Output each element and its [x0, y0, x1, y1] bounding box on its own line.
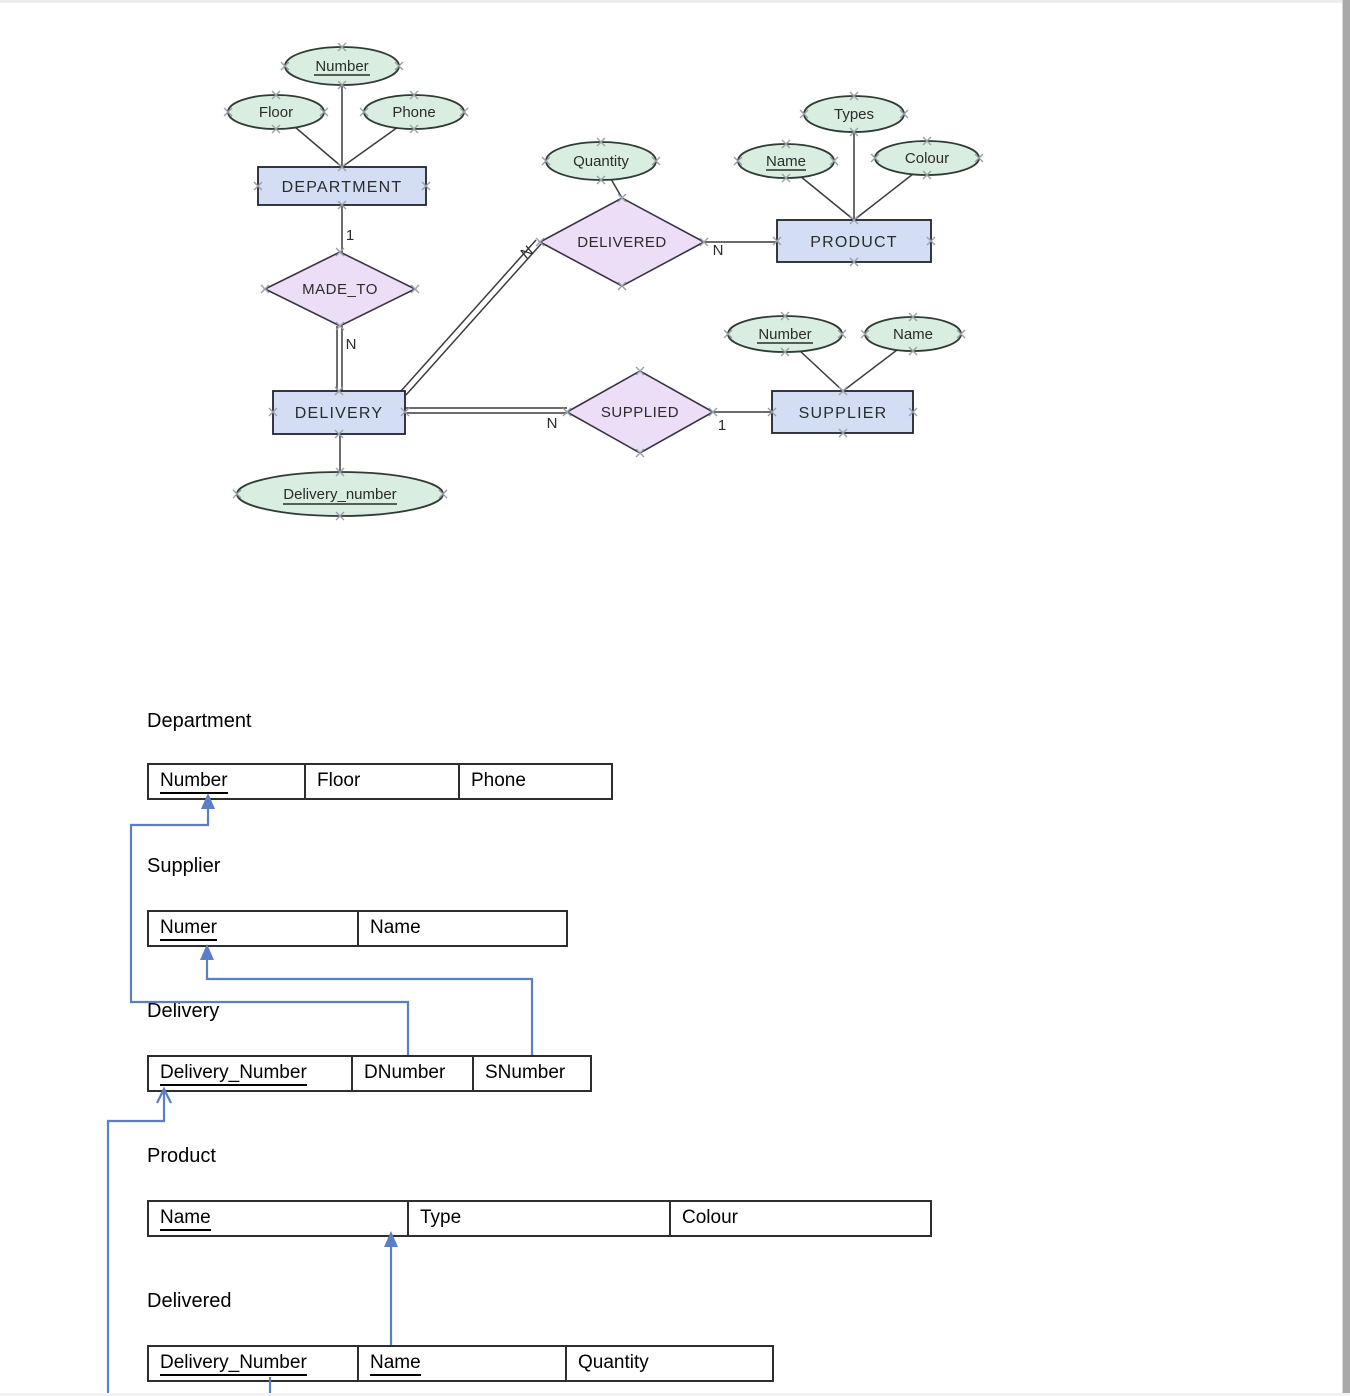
column-label: Type — [420, 1206, 462, 1228]
column-label: Phone — [471, 769, 526, 791]
attribute-delivered-quantity-label: Quantity — [573, 153, 629, 170]
table-title-product: Product — [147, 1145, 216, 1167]
window-right-edge — [1342, 0, 1350, 1396]
column-label: Quantity — [578, 1351, 649, 1373]
pk-underlines — [283, 74, 813, 505]
cardinality-supplied-n: N — [547, 415, 558, 432]
entity-delivery-label: DELIVERY — [295, 405, 383, 422]
er-entities — [257, 166, 932, 435]
relationship-made-to-label: MADE_TO — [302, 281, 378, 298]
column-header: Quantity — [565, 1345, 774, 1382]
table-title-delivered: Delivered — [147, 1290, 232, 1312]
table-product: Name Type Colour — [147, 1200, 932, 1237]
column-header: Number — [147, 763, 306, 800]
table-supplier: Numer Name — [147, 910, 568, 947]
column-header: Name — [357, 910, 568, 947]
er-connection-lines — [294, 85, 914, 472]
column-label: Delivery_Number — [160, 1061, 307, 1086]
column-label: Numer — [160, 916, 218, 941]
table-row: Delivery_Number Name Quantity — [147, 1345, 774, 1382]
attribute-department-floor-label: Floor — [259, 104, 293, 121]
table-title-delivery: Delivery — [147, 1000, 220, 1022]
column-header: Name — [147, 1200, 409, 1237]
table-row: Delivery_Number DNumber SNumber — [147, 1055, 592, 1092]
column-header: Delivery_Number — [147, 1345, 359, 1382]
column-header: Colour — [669, 1200, 932, 1237]
cardinality-made-to-1: 1 — [346, 227, 354, 244]
table-row: Number Floor Phone — [147, 763, 613, 800]
column-header: SNumber — [472, 1055, 592, 1092]
relationship-delivered-label: DELIVERED — [577, 234, 667, 251]
attribute-supplier-number-label: Number — [758, 326, 811, 343]
column-label: Name — [370, 1351, 421, 1376]
column-header: Name — [357, 1345, 567, 1382]
cardinality-delivered-n-right: N — [713, 242, 724, 259]
attribute-product-colour-label: Colour — [905, 150, 949, 167]
er-labels: DEPARTMENT DELIVERY PRODUCT SUPPLIER MAD… — [259, 58, 949, 503]
page-bottom-edge — [0, 1393, 1350, 1396]
entity-product-label: PRODUCT — [810, 234, 898, 251]
attribute-department-phone-label: Phone — [392, 104, 435, 121]
column-label: Number — [160, 769, 228, 794]
column-header: Numer — [147, 910, 359, 947]
column-header: Type — [407, 1200, 671, 1237]
er-diagram: DEPARTMENT DELIVERY PRODUCT SUPPLIER MAD… — [223, 42, 984, 521]
column-label: Colour — [682, 1206, 738, 1228]
attribute-delivery-number-label: Delivery_number — [283, 486, 396, 503]
table-delivery: Delivery_Number DNumber SNumber — [147, 1055, 592, 1092]
column-label: Delivery_Number — [160, 1351, 307, 1376]
attribute-department-number-label: Number — [315, 58, 368, 75]
connection-handle-marks — [223, 42, 984, 521]
cardinality-made-to-n: N — [346, 336, 357, 353]
cardinality-delivered-n-left: N — [517, 243, 536, 263]
table-row: Numer Name — [147, 910, 568, 947]
column-header: Floor — [304, 763, 460, 800]
entity-supplier-label: SUPPLIER — [799, 405, 888, 422]
attribute-product-types-label: Types — [834, 106, 874, 123]
column-label: Name — [370, 916, 421, 938]
table-delivered: Delivery_Number Name Quantity — [147, 1345, 774, 1382]
column-label: DNumber — [364, 1061, 446, 1083]
fk-snumber-to-supplier-line — [205, 960, 534, 1055]
relationship-supplied-label: SUPPLIED — [601, 404, 679, 421]
column-label: Floor — [317, 769, 361, 791]
column-header: Delivery_Number — [147, 1055, 353, 1092]
table-row: Name Type Colour — [147, 1200, 932, 1237]
column-header: Phone — [458, 763, 613, 800]
table-title-supplier: Supplier — [147, 855, 221, 877]
entity-department-label: DEPARTMENT — [282, 179, 403, 196]
table-department: Number Floor Phone — [147, 763, 613, 800]
table-title-department: Department — [147, 710, 252, 732]
column-label: SNumber — [485, 1061, 566, 1083]
er-relationships — [263, 197, 715, 454]
column-header: DNumber — [351, 1055, 474, 1092]
cardinality-supplied-1: 1 — [718, 417, 726, 434]
attribute-supplier-name-label: Name — [893, 326, 933, 343]
column-label: Name — [160, 1206, 211, 1231]
page-top-edge — [0, 0, 1350, 3]
entity-product — [776, 219, 932, 263]
attribute-product-name-label: Name — [766, 153, 806, 170]
